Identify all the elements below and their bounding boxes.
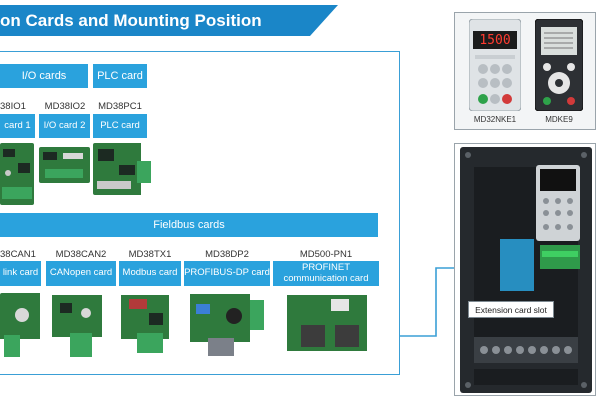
model-tx1: MD38TX1 [128,249,172,260]
model-pc1: MD38PC1 [98,101,142,112]
board-io1-image [0,143,34,205]
plc-card-header: PLC card [93,64,147,88]
keypad-led-display: 1500 [479,33,511,48]
card-can1-label: link card [0,261,41,286]
card-io2-label: I/O card 2 [39,114,90,138]
keypad-right-label: MDKE9 [545,115,573,124]
keypad-left-label: MD32NKE1 [473,115,517,124]
card-can2-label: CANopen card [46,261,116,286]
model-io1: 38IO1 [0,101,26,112]
section-title: on Cards and Mounting Position [0,5,310,36]
model-io2: MD38IO2 [44,101,86,112]
card-pn1-label-line2: communication card [283,272,369,284]
board-can1-image [0,293,40,357]
keypad-mdke9-image [535,19,583,111]
board-pn1-image [287,295,367,351]
card-io1-label: card 1 [0,114,35,138]
card-pn1-label-line1: PROFINET [301,262,351,274]
board-dp2-image [190,294,264,356]
board-io2-image [39,147,90,183]
board-can2-image [52,295,102,357]
fieldbus-cards-header: Fieldbus cards [0,213,378,237]
card-dp2-label: PROFIBUS-DP card [184,261,270,286]
board-tx1-image [121,295,169,353]
cards-frame [0,51,400,375]
card-pc1-label: PLC card [93,114,147,138]
model-pn1: MD500-PN1 [299,249,353,260]
drive-unit-image [460,147,592,393]
card-pn1-label: PROFINET communication card [273,261,379,286]
board-pc1-image [93,143,151,195]
keypad-md32nke1-image [469,19,521,111]
model-can1: 38CAN1 [0,249,36,260]
card-tx1-label: Modbus card [119,261,181,286]
model-dp2: MD38DP2 [205,249,249,260]
io-cards-header: I/O cards [0,64,88,88]
extension-card-slot-label: Extension card slot [468,301,554,318]
title-banner-tail [310,5,338,36]
model-can2: MD38CAN2 [55,249,107,260]
